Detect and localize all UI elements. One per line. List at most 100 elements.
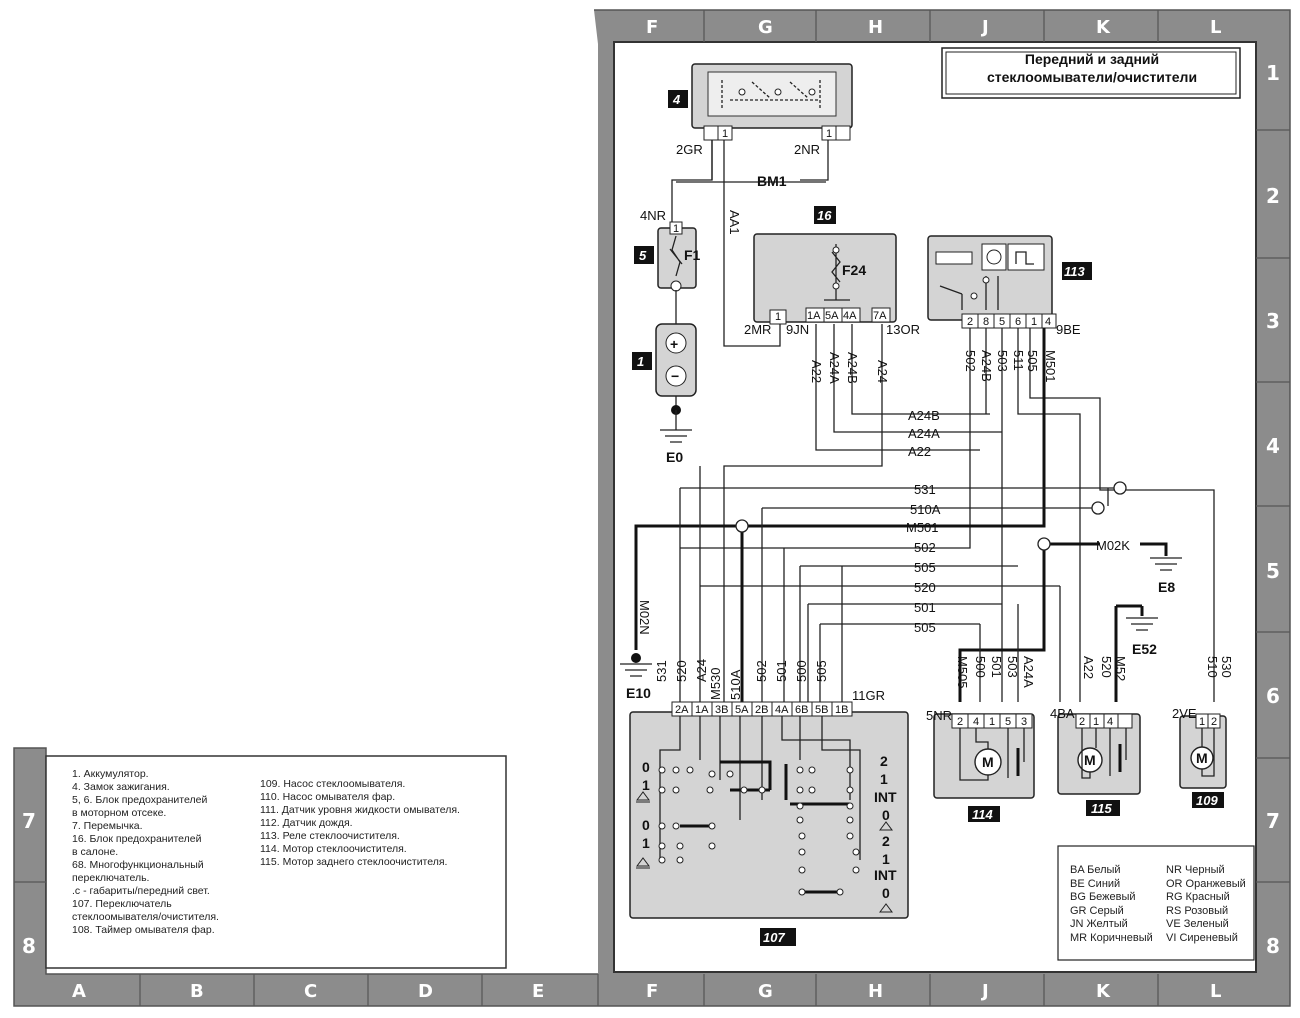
tag-107 [760, 928, 796, 946]
legend-right-column: 109. Насос стеклоомывателя. 110. Насос о… [260, 778, 460, 869]
row-label: 3 [1266, 309, 1280, 333]
pin114: 3 [1021, 716, 1027, 728]
wires-from-16 [723, 324, 1002, 702]
tag-16-label: 16 [817, 208, 832, 223]
col-top-label: K [1096, 17, 1111, 38]
legend-item: 68. Многофункциональный [72, 859, 204, 871]
legend-item: 107. Переключатель [72, 898, 172, 910]
pin-9be: 9BE [1056, 322, 1081, 337]
switch107-positions-left: 0 1 0 1 [636, 759, 650, 869]
switch-pos: 1 [882, 851, 890, 867]
color-item: GR Серый [1070, 904, 1124, 917]
title-line-2: стеклоомыватели/очистители [986, 69, 1198, 85]
row-label: 4 [1266, 434, 1280, 458]
wire16-label: A24B [845, 352, 860, 384]
tag-114-label: 114 [972, 807, 993, 822]
color-item: RS Розовый [1166, 904, 1229, 917]
wire-aa1 [723, 140, 781, 347]
legend-item: в салоне. [72, 846, 119, 858]
tag-113-label: 113 [1064, 264, 1085, 279]
svg-text:M: M [982, 754, 994, 770]
row-label: 2 [1266, 184, 1280, 208]
wire-color-legend: BA Белый BE Синий BG Бежевый GR Серый JN… [1066, 864, 1248, 948]
switch-pos: INT [874, 789, 897, 805]
grid-rows-left: 7 8 [22, 809, 36, 958]
wire107-label: 502 [754, 660, 769, 682]
bus-label: 505 [914, 560, 936, 575]
col-bottom-label: J [980, 981, 989, 1002]
pin16: 1A [807, 310, 821, 322]
ground-e8 [1140, 542, 1182, 571]
pin113: 5 [999, 316, 1005, 328]
pin107: 1A [695, 704, 709, 716]
pin109: 1 [1199, 716, 1205, 728]
pin107: 3B [715, 704, 728, 716]
tag-115-label: 115 [1091, 801, 1112, 816]
tag-107-label: 107 [763, 930, 785, 945]
color-item: MR Коричневый [1070, 931, 1153, 944]
pin109: 2 [1211, 716, 1217, 728]
pin114: 5 [1005, 716, 1011, 728]
pin-9jn: 9JN [786, 322, 809, 337]
legend-item: в моторном отсеке. [72, 807, 167, 819]
wire114-label: M505 [955, 656, 970, 689]
wire107-label: M530 [708, 667, 723, 700]
wire115-label: A22 [1081, 656, 1096, 679]
bus-label: 531 [914, 482, 936, 497]
color-legend-right: NR Черный OR Оранжевый RG Красный RS Роз… [1166, 864, 1246, 946]
component-16-fuse-block: 1 1A 5A 4A 7A [753, 233, 897, 325]
label-e0: E0 [666, 449, 683, 465]
wire113-label: A24B [979, 350, 994, 382]
wire16-label: A22 [809, 360, 824, 383]
bus-label: A24A [908, 426, 940, 441]
wire113-label: 511 [1011, 350, 1026, 371]
pin107: 1B [835, 704, 848, 716]
wire113-label: 505 [1025, 350, 1040, 372]
legend-item: .c - габариты/передний свет. [72, 885, 210, 897]
svg-text:M: M [1196, 750, 1208, 766]
bus-label: 501 [914, 600, 936, 615]
col-bottom-label: K [1096, 981, 1111, 1002]
wire107-label: 501 [774, 660, 789, 682]
ground-e52 [1126, 606, 1158, 631]
legend-item: 110. Насос омывателя фар. [260, 791, 396, 803]
tag-109-label: 109 [1196, 793, 1218, 808]
pin-label: 1 [673, 223, 679, 235]
col-bottom-label: D [418, 981, 433, 1002]
wire114-label: A24A [1021, 656, 1036, 688]
pin113: 8 [983, 316, 989, 328]
tag-109 [1192, 792, 1224, 808]
pin115: 4 [1107, 716, 1113, 728]
pin16: 7A [873, 310, 887, 322]
legend-item: 108. Таймер омывателя фар. [72, 924, 215, 936]
pin-13or: 13OR [886, 322, 920, 337]
legend-left-column: 1. Аккумулятор. 4. Замок зажигания. 5, 6… [72, 768, 219, 937]
label-e10: E10 [626, 685, 651, 701]
legend-item: 4. Замок зажигания. [72, 781, 170, 793]
fuse-f1-label: F1 [684, 247, 701, 263]
pin-2mr: 2MR [744, 322, 771, 337]
label-m02n: M02N [637, 600, 652, 635]
component-legend: 1. Аккумулятор. 4. Замок зажигания. 5, 6… [50, 768, 490, 964]
color-item: BA Белый [1070, 864, 1121, 876]
label-bm1: BM1 [757, 173, 787, 189]
row-label: 5 [1266, 559, 1280, 583]
component-113-wiper-relay: 2 8 5 6 1 4 [927, 235, 1057, 329]
component-115-rear-wiper-motor: 2 1 4 M [1057, 713, 1141, 795]
legend-item: стеклоомывателя/очистителя. [72, 911, 219, 923]
col-bottom-label: A [72, 981, 86, 1002]
wire16-label: A24A [827, 352, 842, 384]
wire115-label: 520 [1099, 656, 1114, 678]
color-item: VE Зеленый [1166, 918, 1229, 931]
wire107-label: 505 [814, 660, 829, 682]
wire107-label: A24 [694, 659, 709, 682]
switch-pos: INT [874, 867, 897, 883]
pin-5nr: 5NR [926, 708, 952, 723]
wire107-label: 500 [794, 660, 809, 682]
switch-pos: 1 [642, 777, 650, 793]
grid-columns-bottom: A B C D E F G H J K L [72, 981, 1221, 1002]
wire114-label: 500 [973, 656, 988, 678]
pin-2ve: 2VE [1172, 706, 1197, 721]
ground-e0 [660, 410, 692, 443]
bus-label: 510A [910, 502, 941, 517]
